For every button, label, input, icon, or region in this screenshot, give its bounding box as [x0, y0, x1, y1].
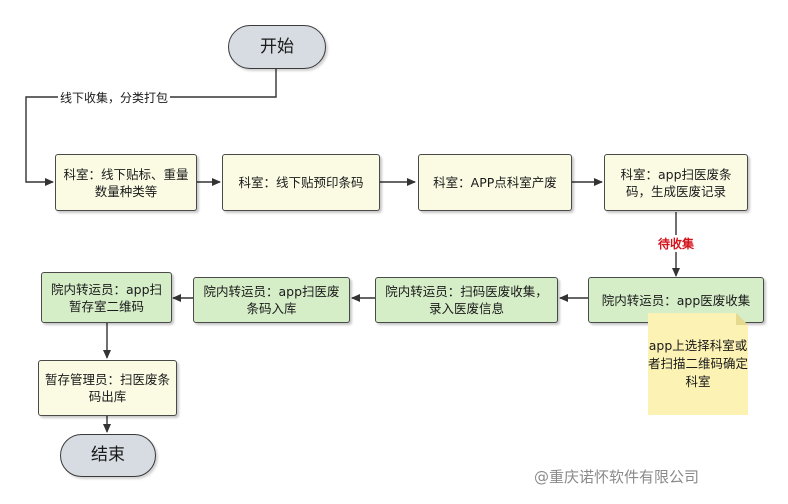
start-node: 开始 [228, 25, 326, 69]
end-node: 结束 [60, 434, 156, 477]
annotation-note: app上选择科室或者扫描二维码确定科室 [648, 313, 748, 415]
watermark-text: @重庆诺怀软件有限公司 [534, 468, 700, 486]
end-label: 结束 [91, 445, 125, 465]
step-dept-preprint-barcode: 科室：线下贴预印条码 [222, 154, 380, 211]
status-pending-collection: 待收集 [656, 235, 697, 252]
step-dept-offline-label: 科室：线下贴标、重量数量种类等 [55, 154, 197, 211]
step-transporter-scan-store: 院内转运员：app扫医废条码入库 [193, 277, 350, 323]
step-transporter-scan-collect: 院内转运员：扫码医废收集，录入医废信息 [375, 277, 558, 323]
step-storage-admin-checkout: 暂存管理员：扫医废条码出库 [38, 360, 177, 416]
note-fold-icon [736, 313, 748, 325]
step-dept-app-scan: 科室：app扫医废条码，生成医废记录 [604, 154, 748, 211]
edge-start-to-n1 [25, 68, 277, 186]
edge-label-offline-collect: 线下收集，分类打包 [58, 89, 171, 106]
step-transporter-scan-room-qr: 院内转运员：app扫暂存室二维码 [41, 272, 172, 323]
start-label: 开始 [260, 36, 294, 57]
step-dept-app-generate: 科室：APP点科室产废 [418, 154, 572, 211]
